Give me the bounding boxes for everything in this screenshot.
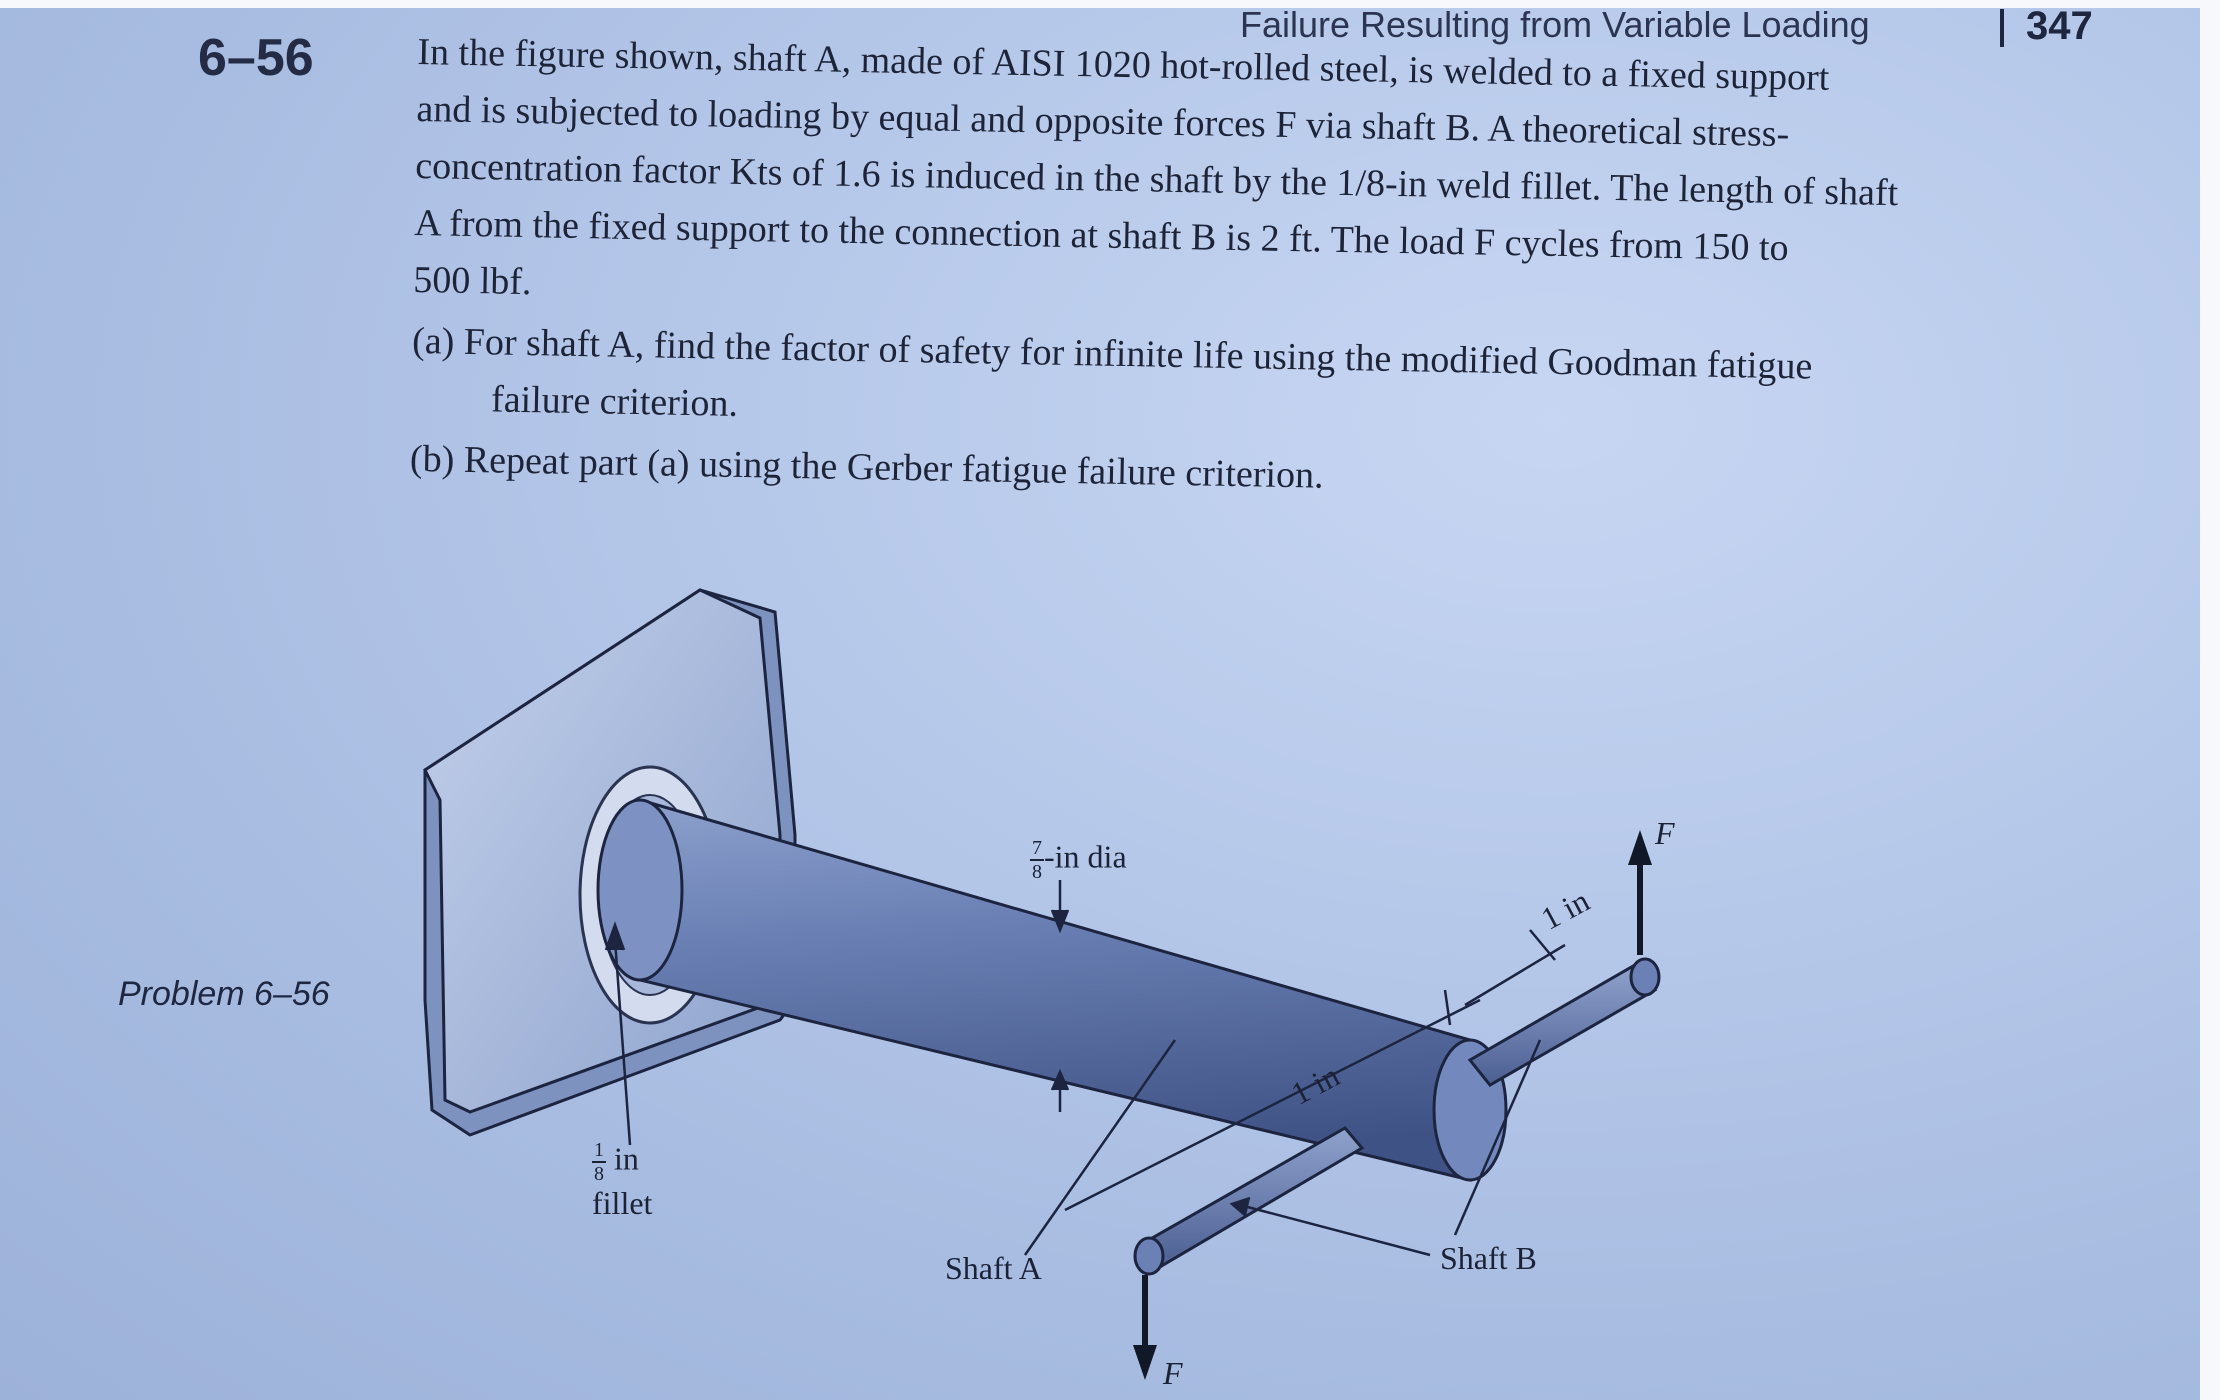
page-right-edge [2200,0,2220,1400]
diameter-fraction: 7 8 [1030,837,1044,883]
leader-lines [604,880,1566,1257]
problem-number: 6–56 [198,29,314,87]
force-arrow-up [1628,830,1652,955]
force-label-bottom: F [1163,1355,1183,1391]
force-arrow-down [1133,1275,1157,1380]
fillet-label: 1 8 in [592,1139,639,1185]
page-top-edge [0,0,2220,8]
fillet-word: fillet [592,1185,653,1221]
fillet-fraction: 1 8 [592,1139,606,1185]
force-label-top: F [1655,815,1675,851]
shaft-a-label: Shaft A [945,1250,1042,1286]
shaft-diameter-label: 7 8 -in dia [1030,837,1127,883]
shaft-b-label: Shaft B [1440,1240,1537,1276]
running-header: Failure Resulting from Variable Loading [1240,4,1870,45]
figure-caption: Problem 6–56 [118,975,330,1013]
page-number: 347 [2000,4,2093,49]
shaft-b [1133,957,1661,1276]
